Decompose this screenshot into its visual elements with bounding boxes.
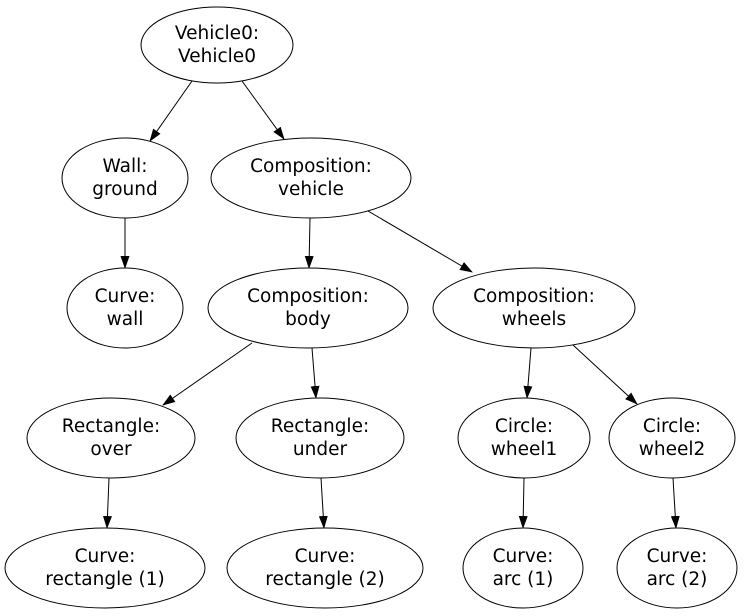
node-composition-wheels-label-line2: wheels xyxy=(502,309,566,330)
edge-composition-body-rectangle-under xyxy=(310,347,320,399)
node-circle-wheel2-label-line1: Circle: xyxy=(643,416,701,437)
node-curve-wall: Curve: wall xyxy=(66,267,184,349)
node-curve-rectangle-1-label-line1: Curve: xyxy=(75,546,136,567)
node-rectangle-over-ellipse xyxy=(26,397,196,479)
node-curve-rectangle-2-label-line1: Curve: xyxy=(295,546,356,567)
edge-circle-wheel1-curve-arc-1 xyxy=(518,477,528,529)
edge-composition-wheels-circle-wheel1 xyxy=(523,347,533,399)
node-composition-wheels: Composition: wheels xyxy=(432,267,636,349)
node-rectangle-over-label-line1: Rectangle: xyxy=(62,416,160,437)
node-curve-rectangle-1-ellipse xyxy=(4,527,206,609)
node-wall-ground-ellipse xyxy=(61,137,189,219)
node-rectangle-under-ellipse xyxy=(235,397,405,479)
node-wall-ground-label-line2: ground xyxy=(92,179,157,200)
node-vehicle0-label-line2: Vehicle0 xyxy=(178,46,256,67)
node-composition-vehicle-ellipse xyxy=(210,137,412,219)
node-composition-body-ellipse xyxy=(207,267,409,349)
edge-circle-wheel2-curve-arc-2 xyxy=(670,477,680,529)
node-composition-body: Composition: body xyxy=(207,267,409,349)
edge-composition-body-rectangle-over xyxy=(162,342,253,406)
node-curve-wall-ellipse xyxy=(66,267,184,349)
node-composition-wheels-label-line1: Composition: xyxy=(473,286,595,307)
node-composition-vehicle-label-line2: vehicle xyxy=(278,179,344,200)
node-curve-wall-label-line1: Curve: xyxy=(95,286,156,307)
node-vehicle0: Vehicle0: Vehicle0 xyxy=(140,6,294,84)
node-composition-body-label-line2: body xyxy=(285,309,331,330)
node-circle-wheel1-label-line2: wheel1 xyxy=(491,439,558,460)
node-curve-rectangle-2-ellipse xyxy=(226,527,424,609)
node-rectangle-under: Rectangle: under xyxy=(235,397,405,479)
edge-group xyxy=(102,80,680,529)
node-wall-ground: Wall: ground xyxy=(61,137,189,219)
edge-composition-wheels-circle-wheel2 xyxy=(572,344,638,405)
node-composition-body-label-line1: Composition: xyxy=(247,286,369,307)
node-curve-arc-2: Curve: arc (2) xyxy=(616,527,738,609)
node-curve-rectangle-1-label-line2: rectangle (1) xyxy=(45,569,164,590)
node-circle-wheel2-ellipse xyxy=(608,397,736,479)
node-curve-arc-1: Curve: arc (1) xyxy=(462,527,584,609)
edge-rectangle-under-curve-rectangle-2 xyxy=(318,477,328,529)
node-vehicle0-label-line1: Vehicle0: xyxy=(175,23,259,44)
node-curve-wall-label-line2: wall xyxy=(107,309,144,330)
node-circle-wheel1-ellipse xyxy=(457,397,591,479)
node-rectangle-under-label-line2: under xyxy=(293,439,348,460)
node-rectangle-over-label-line2: over xyxy=(90,439,132,460)
edge-composition-vehicle-composition-wheels xyxy=(367,210,473,273)
edge-vehicle0-wall-ground xyxy=(149,80,193,142)
node-wall-ground-label-line1: Wall: xyxy=(103,156,148,177)
node-curve-arc-1-label-line2: arc (1) xyxy=(493,569,554,590)
node-rectangle-under-label-line1: Rectangle: xyxy=(271,416,369,437)
node-curve-rectangle-2: Curve: rectangle (2) xyxy=(226,527,424,609)
node-composition-wheels-ellipse xyxy=(432,267,636,349)
node-curve-rectangle-1: Curve: rectangle (1) xyxy=(4,527,206,609)
edge-rectangle-over-curve-rectangle-1 xyxy=(102,477,112,529)
node-circle-wheel1-label-line1: Circle: xyxy=(495,416,553,437)
node-curve-rectangle-2-label-line2: rectangle (2) xyxy=(265,569,384,590)
edge-vehicle0-composition-vehicle xyxy=(241,80,285,140)
node-circle-wheel2: Circle: wheel2 xyxy=(608,397,736,479)
node-curve-arc-2-ellipse xyxy=(616,527,738,609)
node-composition-vehicle: Composition: vehicle xyxy=(210,137,412,219)
node-composition-vehicle-label-line1: Composition: xyxy=(250,156,372,177)
node-vehicle0-ellipse xyxy=(140,6,294,84)
node-rectangle-over: Rectangle: over xyxy=(26,397,196,479)
node-curve-arc-2-label-line2: arc (2) xyxy=(647,569,708,590)
node-circle-wheel1: Circle: wheel1 xyxy=(457,397,591,479)
node-curve-arc-1-label-line1: Curve: xyxy=(493,546,554,567)
node-circle-wheel2-label-line2: wheel2 xyxy=(639,439,706,460)
node-curve-arc-2-label-line1: Curve: xyxy=(647,546,708,567)
edge-composition-vehicle-composition-body xyxy=(304,217,314,269)
node-curve-arc-1-ellipse xyxy=(462,527,584,609)
